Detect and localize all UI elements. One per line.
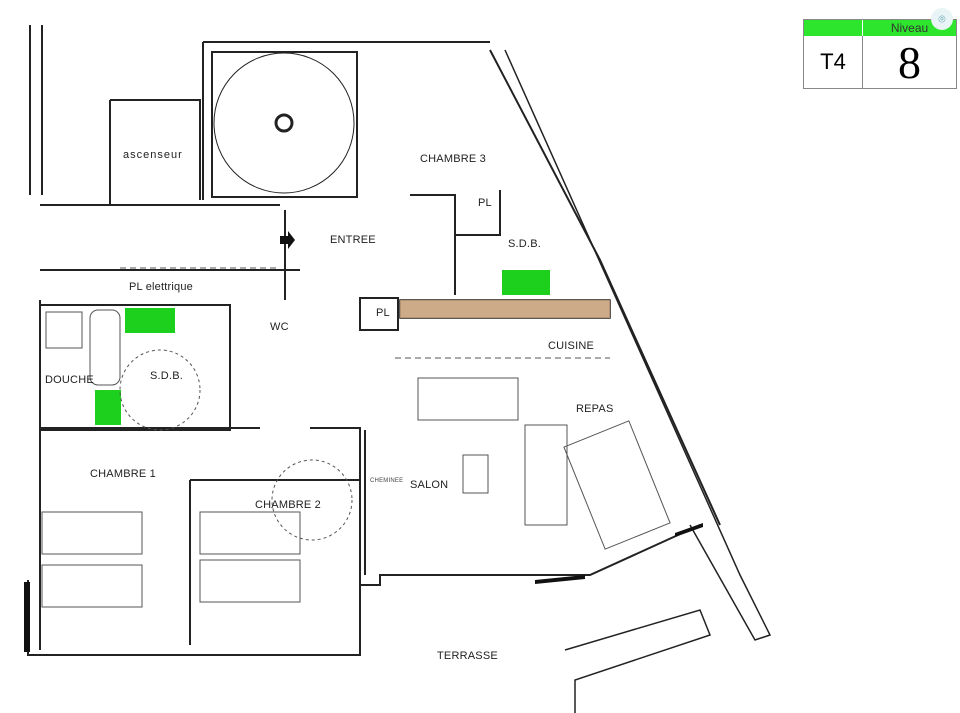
- entry-arrow-icon: [280, 231, 295, 249]
- terrace-edge: [564, 609, 711, 713]
- room-label-pl-top: PL: [478, 197, 492, 209]
- top-wall: [202, 41, 490, 200]
- pl-cupboard: [359, 297, 399, 331]
- level-number: 8: [898, 36, 921, 88]
- shower: [45, 311, 83, 349]
- bed: [41, 511, 143, 555]
- room-label-repas: REPAS: [576, 403, 614, 415]
- coffee-table: [462, 454, 489, 494]
- room-label-pl-left: PL: [376, 307, 390, 319]
- kitchen-worktop: [400, 300, 610, 318]
- room-label-wc: WC: [270, 321, 289, 333]
- room-label-sdb-top: S.D.B.: [508, 238, 541, 250]
- room-label-salon: SALON: [410, 479, 449, 491]
- room-label-chambre3: CHAMBRE 3: [420, 153, 486, 165]
- room-label-chambre2: CHAMBRE 2: [255, 499, 321, 511]
- corridor: [40, 204, 300, 271]
- south-walls: [27, 300, 701, 656]
- east-facade: [489, 49, 721, 526]
- room-label-pl-elec: PL elettrique: [129, 281, 193, 293]
- room-label-sdb-left: S.D.B.: [150, 370, 183, 382]
- unit-badge: T4 Niveau 8: [803, 19, 957, 89]
- dining-table: [563, 420, 671, 550]
- unit-type: T4: [804, 36, 863, 88]
- bedroom-walls: [40, 427, 361, 645]
- left-wall-upper: [29, 25, 43, 195]
- green-fixture: [95, 390, 121, 425]
- label-cheminee: CHEMINEE: [370, 478, 404, 484]
- bed: [41, 564, 143, 608]
- room-label-terrasse: TERRASSE: [437, 650, 498, 662]
- sofa: [524, 424, 568, 526]
- bath-top-walls: [410, 190, 501, 295]
- scan-icon[interactable]: ⌾: [931, 8, 953, 30]
- room-label-ascenseur: ascenseur: [123, 149, 183, 161]
- elevator-shaft: [109, 99, 201, 205]
- green-fixture: [125, 308, 175, 333]
- room-label-chambre1: CHAMBRE 1: [90, 468, 156, 480]
- bed: [199, 559, 301, 603]
- room-label-entree: ENTREE: [330, 234, 376, 246]
- bed: [199, 511, 301, 555]
- green-fixture: [502, 270, 550, 295]
- bathtub: [89, 309, 121, 386]
- sofa: [417, 377, 519, 421]
- level-label: Niveau: [890, 21, 929, 35]
- room-label-cuisine: CUISINE: [548, 340, 595, 352]
- spiral-stair: [211, 51, 358, 198]
- room-label-douche: DOUCHE: [45, 374, 94, 386]
- bathroom-walls: [40, 304, 231, 431]
